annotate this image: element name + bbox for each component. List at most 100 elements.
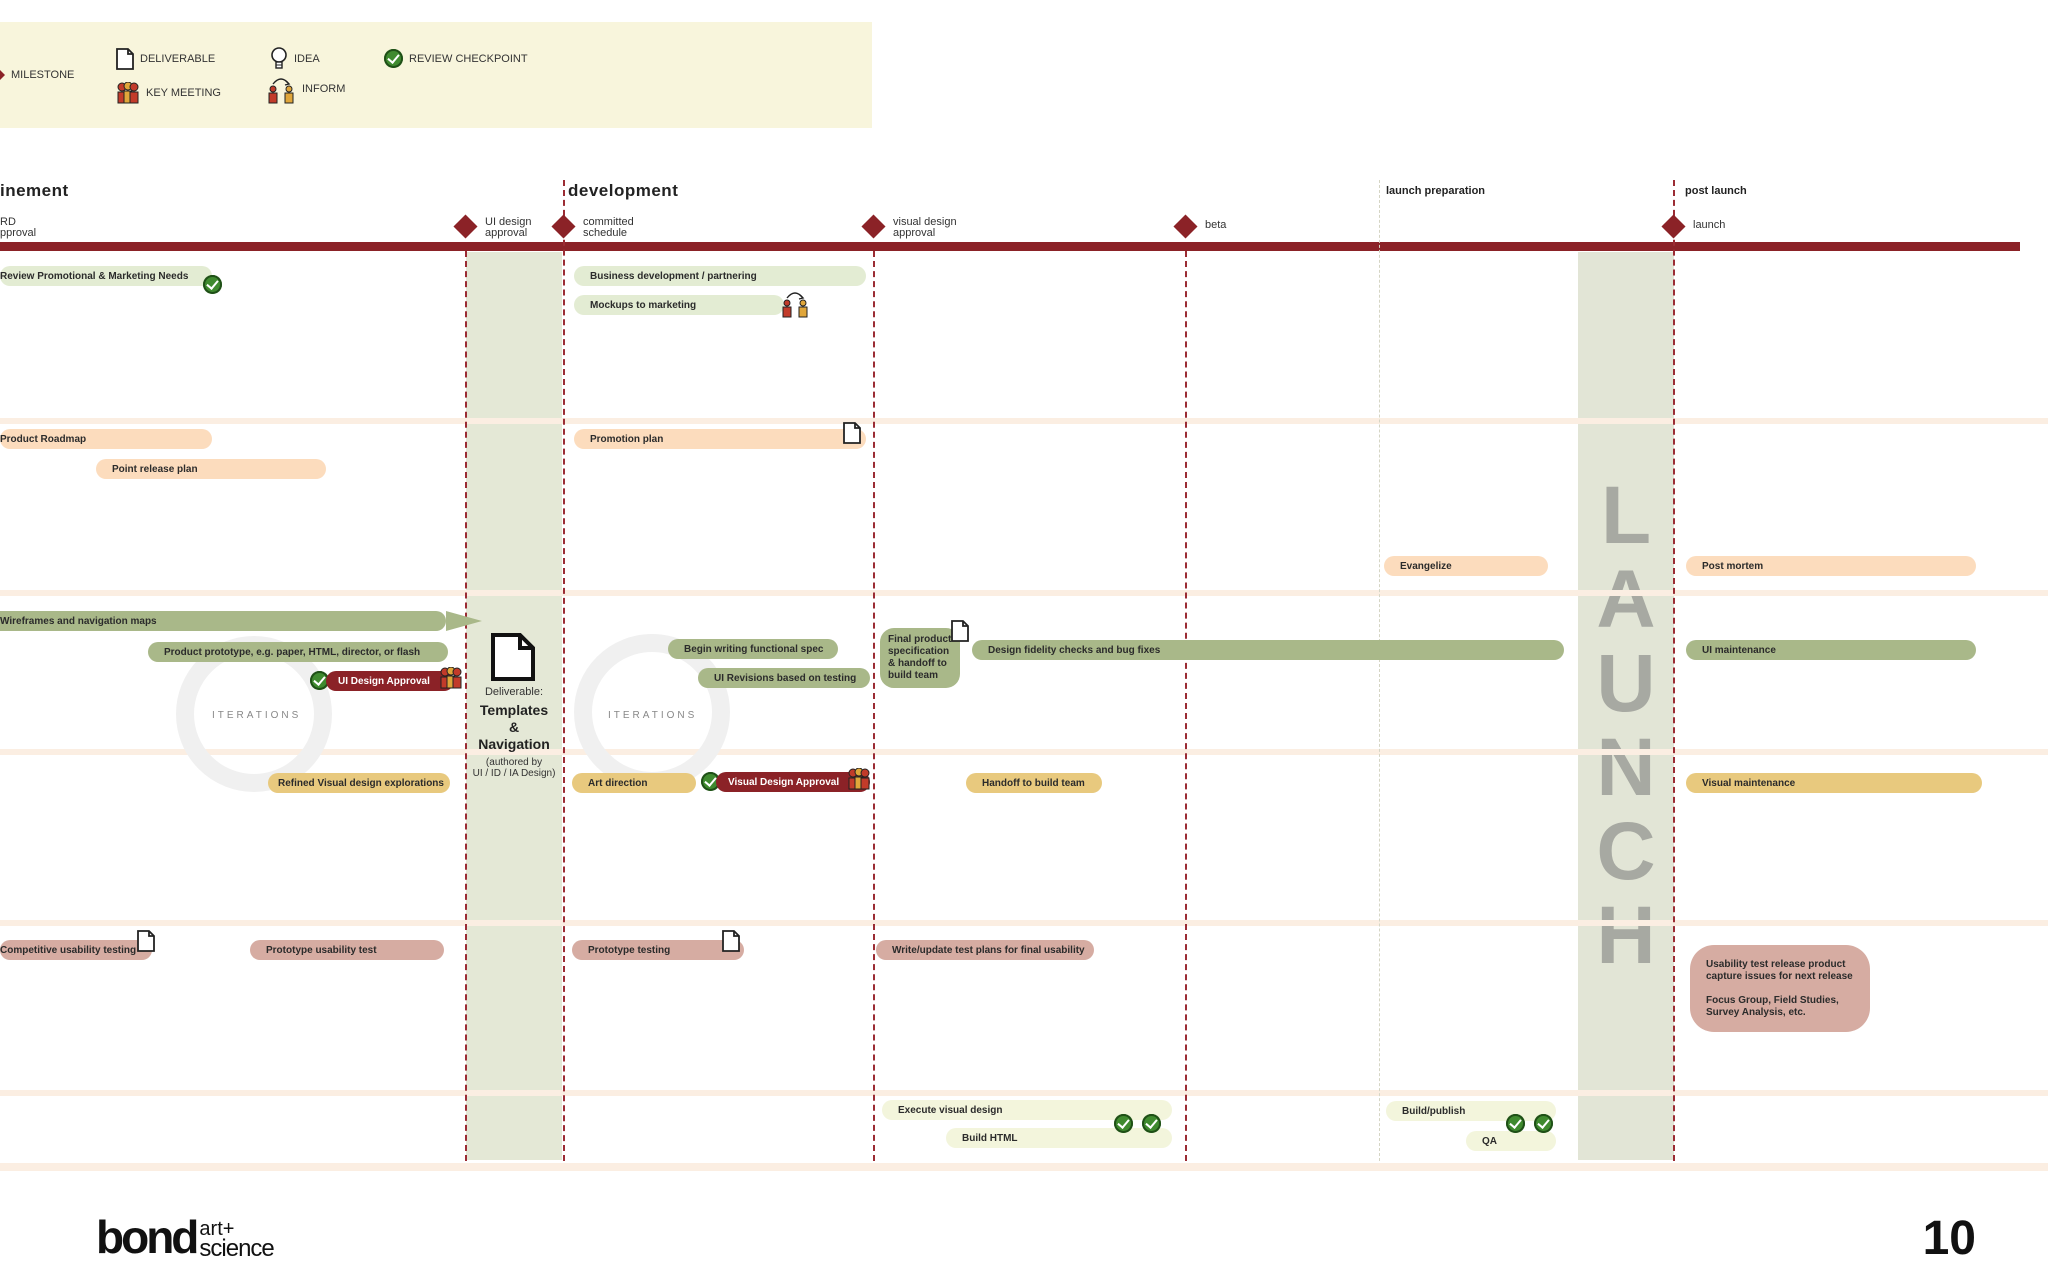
milestone-diamond-beta <box>1173 214 1198 239</box>
legend-panel <box>0 22 872 128</box>
bond-logo: bond art+ science <box>96 1211 275 1263</box>
launch-word: L A U N C H <box>1596 470 1656 981</box>
iterations-label: ITERATIONS <box>212 710 302 721</box>
deliverable-block: Deliverable: Templates & Navigation (aut… <box>466 686 562 779</box>
task-ui-maintenance: UI maintenance <box>1686 640 1976 660</box>
phase-development: development <box>568 181 679 200</box>
timeline-bar <box>0 242 2020 251</box>
task-usability-release: Usability test release product capture i… <box>1690 945 1870 1032</box>
checkmark-icon <box>1114 1114 1133 1133</box>
task-review-promo: Review Promotional & Marketing Needs <box>0 266 212 286</box>
usability-release-methods: Focus Group, Field Studies, Survey Analy… <box>1706 995 1839 1018</box>
task-handoff: Handoff to build team <box>966 773 1102 793</box>
milestone-divider <box>465 251 467 1161</box>
legend-key-meeting: KEY MEETING <box>116 82 221 104</box>
document-icon <box>116 48 134 70</box>
document-icon <box>843 422 861 444</box>
task-mockups-to-marketing: Mockups to marketing <box>574 295 784 315</box>
task-competitive-usability: Competitive usability testing <box>0 940 152 960</box>
deliverable-label: Deliverable: <box>484 686 544 698</box>
task-wireframes: Wireframes and navigation maps <box>0 611 446 631</box>
checkmark-icon <box>384 49 403 68</box>
task-prototype-testing: Prototype testing <box>572 940 744 960</box>
legend-inform: INFORM <box>266 74 345 104</box>
checkmark-icon <box>1506 1114 1525 1133</box>
inform-icon <box>268 78 294 104</box>
task-ui-design-approval: UI Design Approval <box>326 671 454 691</box>
task-post-mortem: Post mortem <box>1686 556 1976 576</box>
phase-post-launch: post launch <box>1685 185 1747 197</box>
milestone-label-visual-design-approval: visual design approval <box>893 216 957 239</box>
milestone-divider <box>1185 251 1187 1161</box>
band-separator <box>0 418 2048 424</box>
key-meeting-icon <box>440 667 462 689</box>
milestone-label-launch: launch <box>1693 219 1726 231</box>
milestone-label-rd-approval: RD pproval <box>0 216 37 239</box>
task-build-html: Build HTML <box>946 1128 1172 1148</box>
phase-launch-preparation: launch preparation <box>1386 185 1486 197</box>
task-execute-visual: Execute visual design <box>882 1100 1172 1120</box>
checkmark-icon <box>310 671 329 690</box>
iterations-label: ITERATIONS <box>608 710 698 721</box>
deliverable-document-icon <box>491 633 535 681</box>
band-separator <box>0 920 2048 926</box>
milestone-label-ui-design-approval: UI design approval <box>485 216 532 239</box>
logo-top: art+ <box>199 1218 235 1240</box>
launch-column <box>1578 252 1674 1160</box>
arrow-head <box>446 611 482 631</box>
legend-milestone: MILESTONE <box>0 69 74 81</box>
band-separator <box>0 1090 2048 1096</box>
milestone-diamond-ui-design-approval <box>453 214 478 239</box>
legend-idea: IDEA <box>270 46 320 72</box>
templates-column <box>466 252 562 1160</box>
task-evangelize: Evangelize <box>1384 556 1548 576</box>
checkmark-icon <box>701 772 720 791</box>
task-ui-revisions: UI Revisions based on testing <box>698 668 870 688</box>
milestone-icon <box>0 70 5 80</box>
key-meeting-icon <box>848 768 870 790</box>
milestone-label-committed-schedule: committed schedule <box>583 216 634 239</box>
milestone-divider <box>1673 180 1675 1161</box>
task-promotion-plan: Promotion plan <box>574 429 866 449</box>
task-product-prototype: Product prototype, e.g. paper, HTML, dir… <box>148 642 448 662</box>
task-visual-design-approval: Visual Design Approval <box>716 772 870 792</box>
task-visual-maintenance: Visual maintenance <box>1686 773 1982 793</box>
legend-deliverable: DELIVERABLE <box>116 48 215 70</box>
logo-main: bond <box>96 1211 199 1263</box>
deliverable-title: Templates & Navigation <box>478 702 550 752</box>
band-separator <box>0 590 2048 596</box>
task-product-roadmap: Product Roadmap <box>0 429 212 449</box>
lightbulb-icon <box>271 47 287 69</box>
phase-refinement: inement <box>0 181 69 200</box>
task-qa: QA <box>1466 1131 1556 1151</box>
milestone-diamond-committed-schedule <box>551 214 576 239</box>
milestone-label-beta: beta <box>1205 219 1227 231</box>
milestone-divider <box>873 251 875 1161</box>
task-final-spec: Final product specification & handoff to… <box>880 628 960 688</box>
task-refined-visual: Refined Visual design explorations <box>268 773 450 793</box>
task-art-direction: Art direction <box>572 773 696 793</box>
document-icon <box>137 930 155 952</box>
deliverable-note: (authored by UI / ID / IA Design) <box>472 757 556 779</box>
logo-bottom: science <box>199 1235 274 1262</box>
checkmark-icon <box>203 275 222 294</box>
task-test-plans: Write/update test plans for final usabil… <box>876 940 1094 960</box>
logo-side: art+ science <box>199 1218 274 1262</box>
milestone-diamond-visual-design-approval <box>861 214 886 239</box>
document-icon <box>722 930 740 952</box>
task-business-development: Business development / partnering <box>574 266 866 286</box>
milestone-divider <box>563 180 565 1161</box>
milestone-diamond-launch <box>1661 214 1686 239</box>
document-icon <box>951 620 969 642</box>
inform-icon <box>782 292 808 318</box>
band-separator <box>0 1163 2048 1171</box>
checkmark-icon <box>1142 1114 1161 1133</box>
checkmark-icon <box>1534 1114 1553 1133</box>
phase-divider <box>1379 180 1380 1161</box>
task-build-publish: Build/publish <box>1386 1101 1556 1121</box>
task-begin-functional-spec: Begin writing functional spec <box>668 639 838 659</box>
band-separator <box>0 749 2048 755</box>
legend-review-checkpoint: REVIEW CHECKPOINT <box>384 49 528 68</box>
task-prototype-usability: Prototype usability test <box>250 940 444 960</box>
page-number: 10 <box>1922 1212 1976 1265</box>
